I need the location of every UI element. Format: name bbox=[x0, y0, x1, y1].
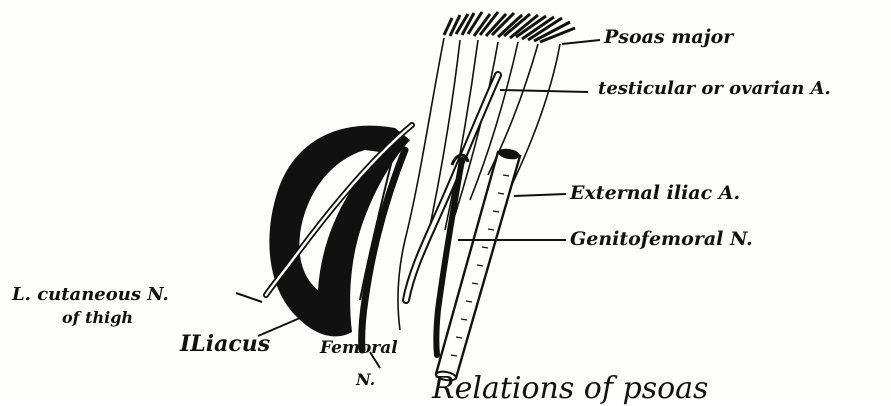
label-femoral-line2: N. bbox=[356, 372, 375, 388]
label-femoral-line1: Femoral bbox=[320, 340, 398, 357]
label-psoas-major: Psoas major bbox=[604, 28, 733, 47]
label-genitofemoral-nerve: Genitofemoral N. bbox=[570, 230, 753, 249]
leader-external-iliac bbox=[514, 194, 566, 196]
leader-psoas bbox=[562, 40, 600, 44]
label-lat-cutaneous-line2: of thigh bbox=[62, 310, 133, 326]
leader-lat-cutaneous bbox=[236, 293, 262, 302]
label-iliacus: ILiacus bbox=[180, 333, 270, 355]
psoas-origin-fibers bbox=[444, 12, 575, 42]
label-lat-cutaneous-line1: L. cutaneous N. bbox=[12, 286, 169, 304]
label-external-iliac-artery: External iliac A. bbox=[570, 184, 740, 203]
leader-testicular bbox=[500, 90, 588, 92]
caption-partial: Relations of psoas bbox=[432, 374, 708, 404]
label-testicular-ovarian-artery: testicular or ovarian A. bbox=[598, 80, 831, 98]
